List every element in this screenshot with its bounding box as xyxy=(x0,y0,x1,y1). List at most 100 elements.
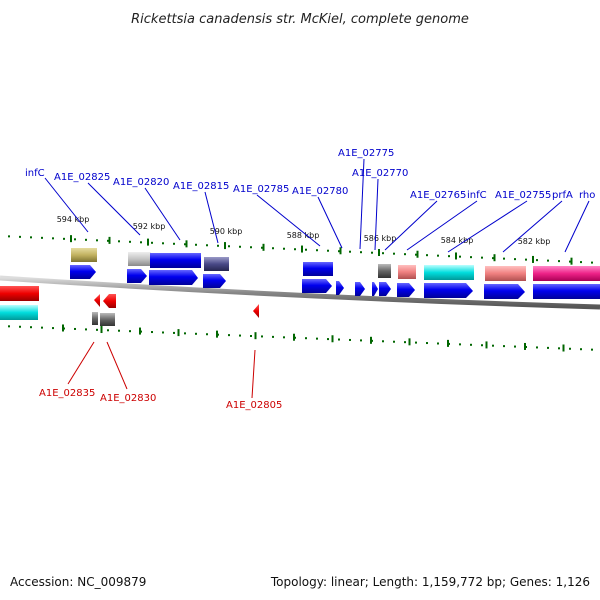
tick-row-top xyxy=(8,235,593,265)
tick-mark xyxy=(492,257,494,260)
gene-label[interactable]: prfA xyxy=(552,190,573,201)
tick-mark-major xyxy=(185,240,188,248)
tick-mark xyxy=(85,238,87,241)
tick-mark xyxy=(30,236,32,239)
tick-mark xyxy=(107,239,109,242)
gene-feature[interactable] xyxy=(378,264,391,278)
gene-arrow[interactable] xyxy=(253,304,259,318)
gene-label[interactable]: A1E_02825 xyxy=(54,172,110,183)
tick-mark xyxy=(470,343,472,346)
tick-mark xyxy=(30,326,32,329)
gene-arrow[interactable] xyxy=(372,282,378,296)
gene-label[interactable]: A1E_02815 xyxy=(173,181,229,192)
tick-mark xyxy=(415,253,417,256)
gene-feature[interactable] xyxy=(128,252,151,266)
gene-label[interactable]: infC xyxy=(467,190,487,201)
tick-mark xyxy=(74,327,76,330)
tick-mark xyxy=(272,247,274,250)
tick-mark-major xyxy=(562,344,565,352)
tick-mark xyxy=(41,236,43,239)
tick-mark xyxy=(415,341,417,344)
gene-arrow[interactable] xyxy=(149,270,198,285)
tick-mark xyxy=(547,346,549,349)
gene-label[interactable]: infC xyxy=(25,168,45,179)
gene-arrow[interactable] xyxy=(355,282,365,296)
tick-mark xyxy=(151,241,153,244)
tick-mark xyxy=(206,333,208,336)
gene-feature[interactable] xyxy=(424,265,474,280)
tick-label: 582 kbp xyxy=(518,237,551,246)
tick-mark xyxy=(184,243,186,246)
gene-label[interactable]: A1E_02775 xyxy=(338,148,394,159)
gene-arrow[interactable] xyxy=(302,279,332,293)
gene-feature[interactable] xyxy=(71,248,97,262)
gene-arrow[interactable] xyxy=(203,274,226,288)
gene-arrow[interactable] xyxy=(94,294,100,307)
gene-arrow[interactable] xyxy=(397,283,415,297)
gene-arrow[interactable] xyxy=(70,265,96,279)
tick-mark xyxy=(239,245,241,248)
gene-feature[interactable] xyxy=(398,265,416,279)
tick-mark xyxy=(129,240,131,243)
tick-mark-major xyxy=(293,333,295,341)
tick-mark-major xyxy=(447,339,449,347)
gene-arrow[interactable] xyxy=(484,284,525,299)
tick-mark xyxy=(536,346,538,349)
gene-feature[interactable] xyxy=(0,286,39,301)
tick-mark xyxy=(162,242,164,245)
tick-mark xyxy=(558,347,560,350)
tick-mark-major xyxy=(254,332,257,340)
gene-feature[interactable] xyxy=(485,266,526,281)
tick-mark xyxy=(437,342,439,345)
gene-arrow[interactable] xyxy=(336,281,344,295)
accession-text: Accession: NC_009879 xyxy=(10,575,146,589)
gene-label[interactable]: A1E_02755 xyxy=(495,190,551,201)
gene-arrow[interactable] xyxy=(103,294,116,308)
gene-label[interactable]: A1E_02785 xyxy=(233,184,289,195)
gene-label[interactable]: A1E_02805 xyxy=(226,400,282,411)
map-title: Rickettsia canadensis str. McKiel, compl… xyxy=(131,12,469,27)
tick-mark xyxy=(404,341,406,344)
gene-feature[interactable] xyxy=(204,257,229,271)
gene-label[interactable]: A1E_02765 xyxy=(410,190,466,201)
gene-feature[interactable] xyxy=(92,312,98,325)
tick-mark xyxy=(316,337,318,340)
tick-label: 590 kbp xyxy=(210,227,243,236)
gene-label[interactable]: A1E_02820 xyxy=(113,177,169,188)
gene-feature[interactable] xyxy=(303,262,333,276)
tick-mark xyxy=(349,250,351,253)
gene-feature[interactable] xyxy=(100,313,115,326)
tick-mark xyxy=(470,256,472,259)
gene-label[interactable]: A1E_02830 xyxy=(100,393,156,404)
gene-label[interactable]: A1E_02780 xyxy=(292,186,348,197)
tick-mark-major xyxy=(62,324,64,332)
tick-label: 586 kbp xyxy=(364,234,397,243)
tick-mark xyxy=(591,261,593,264)
tick-mark xyxy=(19,325,21,328)
gene-arrow[interactable] xyxy=(424,283,473,298)
tick-mark xyxy=(118,329,120,332)
gene-label[interactable]: A1E_02835 xyxy=(39,388,95,399)
tick-mark xyxy=(558,260,560,263)
gene-feature[interactable] xyxy=(0,305,38,320)
tick-mark xyxy=(305,337,307,340)
tick-mark-major xyxy=(262,243,265,251)
gene-feature[interactable] xyxy=(150,253,201,268)
tick-mark xyxy=(96,328,98,331)
gene-arrow[interactable] xyxy=(533,284,600,299)
top-gene-labels: infC A1E_02825 A1E_02820 A1E_02815 A1E_0… xyxy=(25,148,595,201)
tick-mark xyxy=(591,348,593,351)
gene-label[interactable]: rho xyxy=(579,190,595,201)
tick-mark xyxy=(52,327,54,330)
tick-mark-major xyxy=(100,326,103,334)
tick-mark xyxy=(382,252,384,255)
forward-strand-genes xyxy=(70,265,600,299)
tick-mark xyxy=(316,249,318,252)
tick-mark xyxy=(118,240,120,243)
gene-label[interactable]: A1E_02770 xyxy=(352,168,408,179)
tick-mark xyxy=(140,241,142,244)
gene-feature[interactable] xyxy=(533,266,600,281)
gene-arrow[interactable] xyxy=(379,282,391,296)
gene-arrow[interactable] xyxy=(127,269,147,283)
